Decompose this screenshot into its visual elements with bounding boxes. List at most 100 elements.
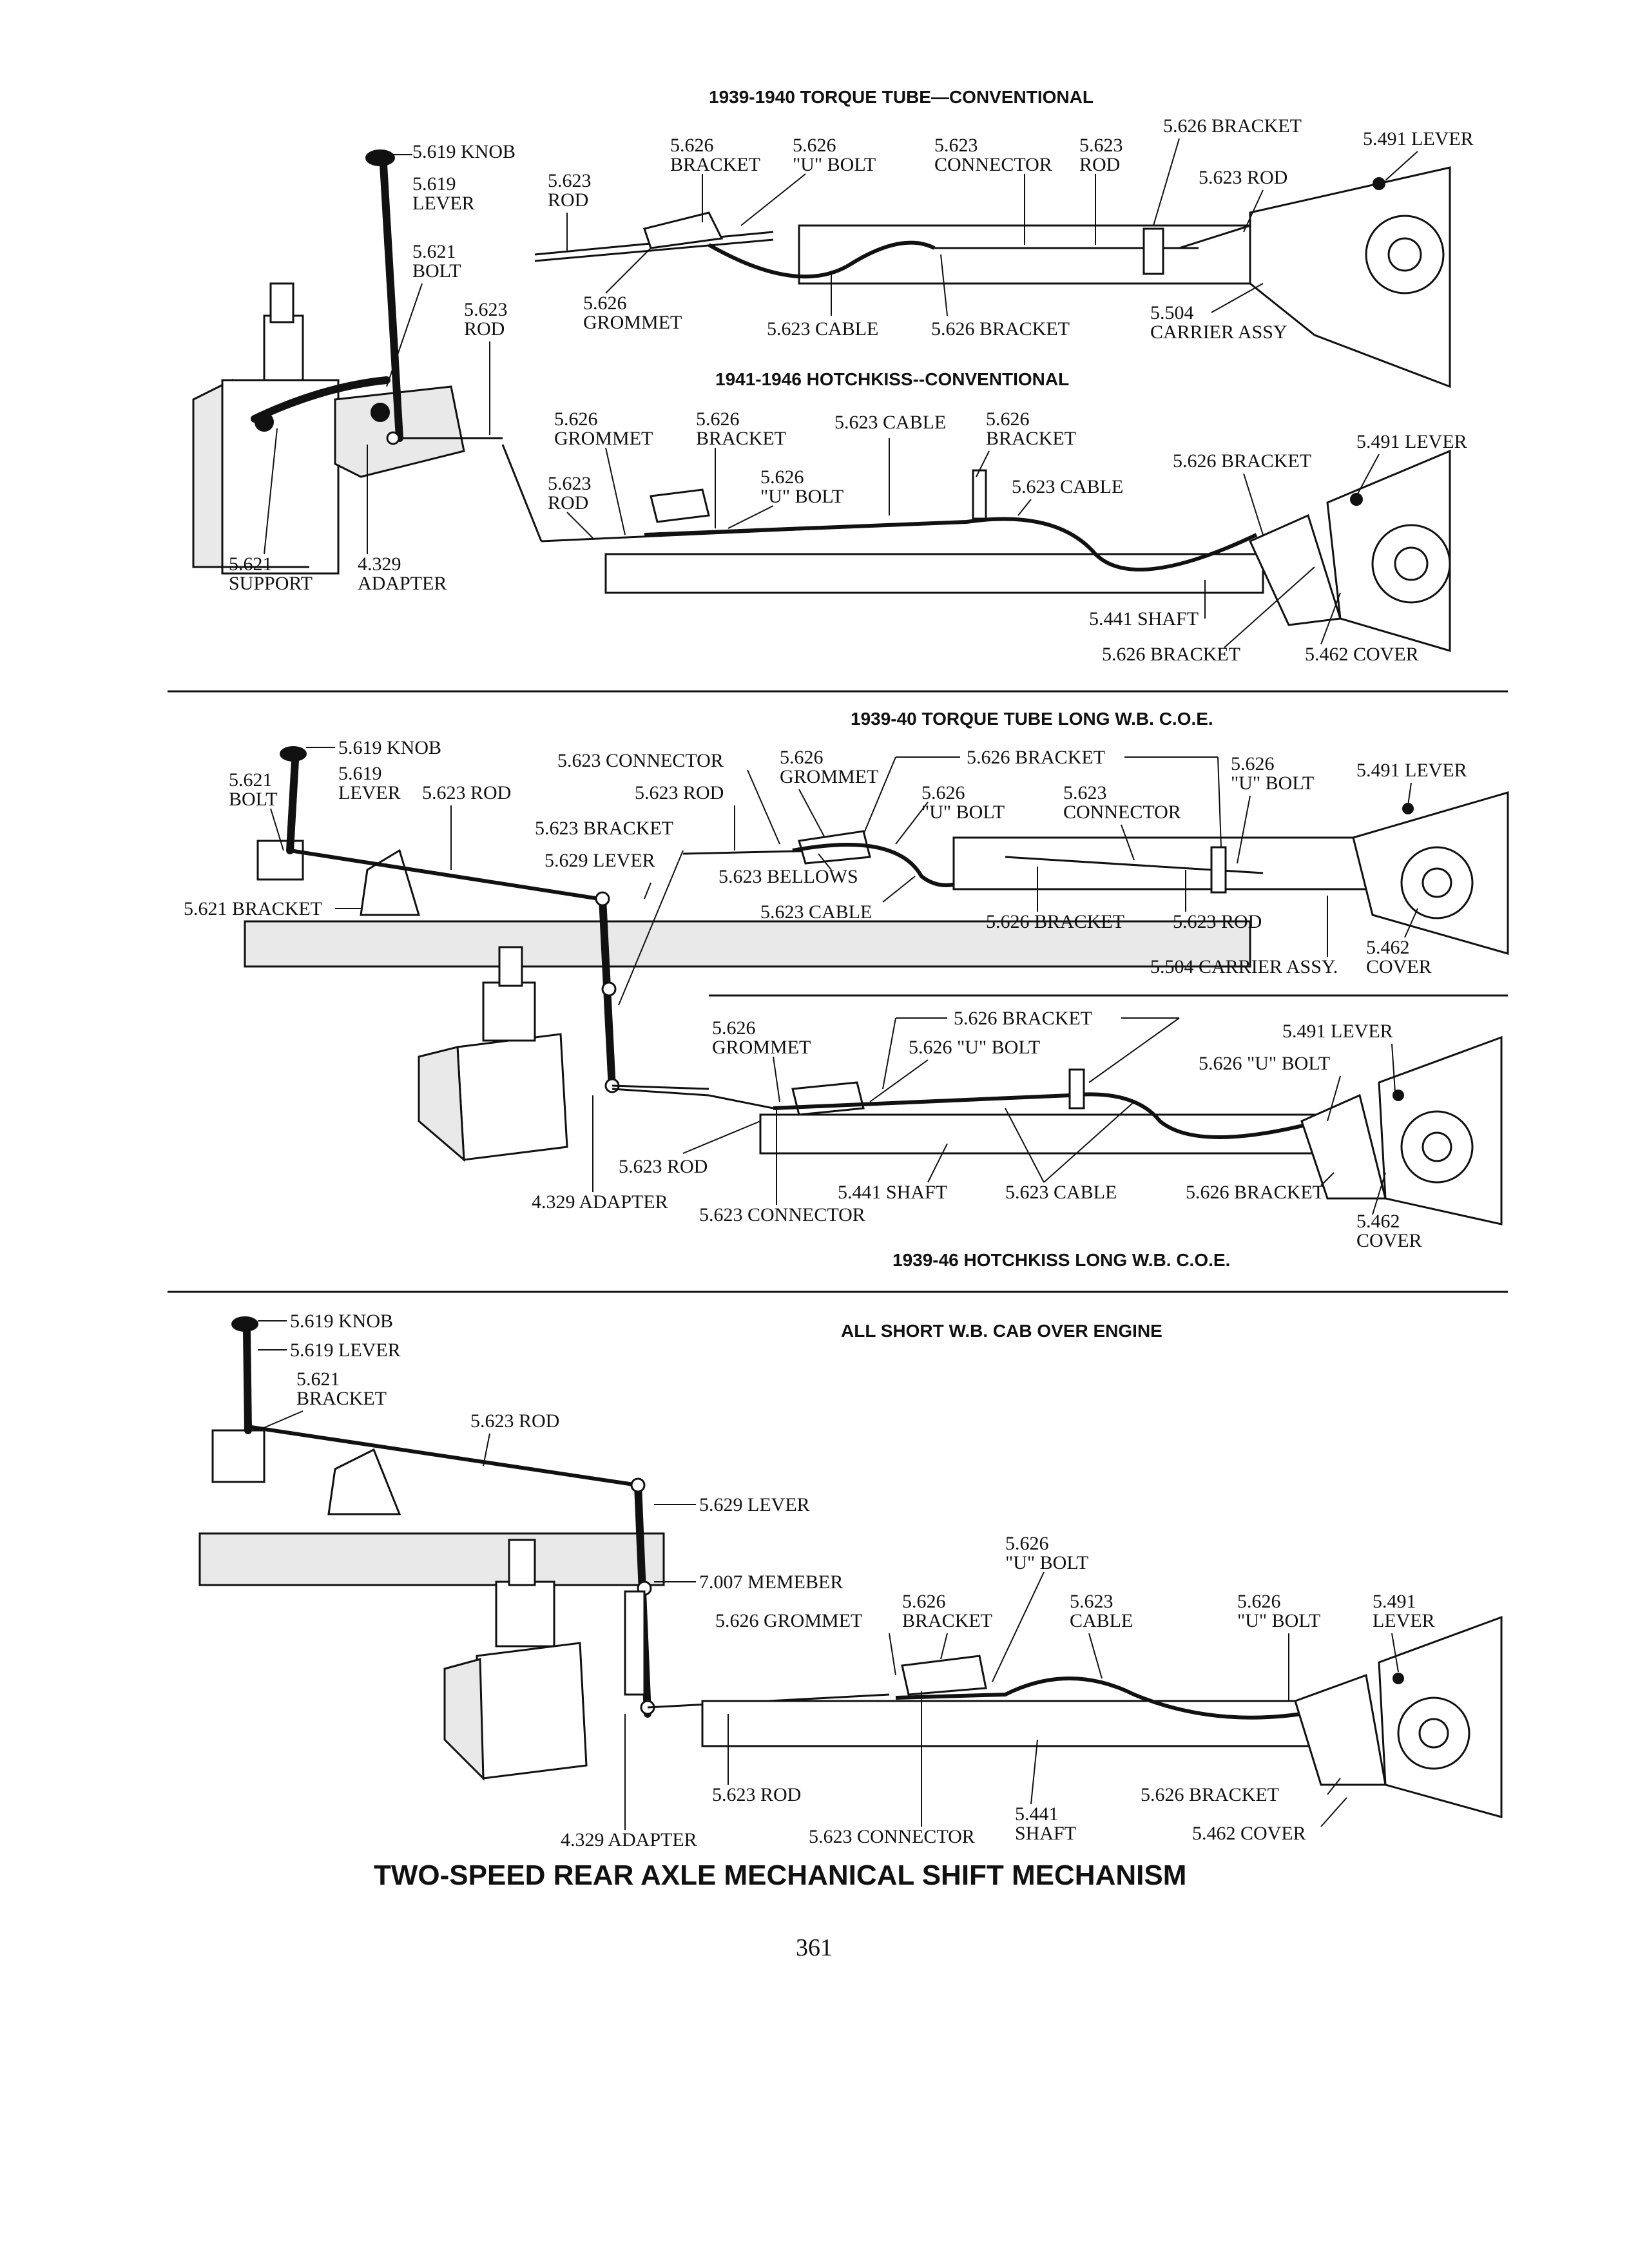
callout-label: 5.623 — [548, 473, 592, 494]
callout-label: 5.491 LEVER — [1356, 760, 1467, 781]
callout-label: 5.619 LEVER — [290, 1340, 401, 1361]
callout-label: "U" BOLT — [760, 486, 843, 507]
callouts-s1b: 5.626 GROMMET 5.626 BRACKET 5.623 CABLE … — [548, 408, 1467, 665]
callout-label: 5.491 LEVER — [1356, 431, 1467, 452]
callout-label: 5.623 CONNECTOR — [557, 750, 724, 771]
diagram-title: TWO-SPEED REAR AXLE MECHANICAL SHIFT MEC… — [374, 1860, 1186, 1891]
callout-label: 5.441 — [1015, 1803, 1059, 1825]
callout-label: GROMMET — [712, 1037, 811, 1058]
callout-label: BRACKET — [296, 1388, 387, 1409]
shift-lever — [365, 149, 503, 445]
callout-label: 5.621 — [296, 1369, 340, 1390]
callout-label: 4.329 ADAPTER — [532, 1191, 668, 1213]
callout-label: 5.626 — [793, 135, 836, 156]
callout-label: CABLE — [1070, 1610, 1133, 1631]
callout-label: 5.626 — [670, 135, 714, 156]
callout-label: 5.626 — [696, 408, 740, 430]
callout-label: 5.626 — [902, 1591, 946, 1612]
callout-label: BRACKET — [696, 428, 786, 449]
callout-label: 5.504 — [1150, 302, 1194, 323]
callout-label: CONNECTOR — [934, 154, 1052, 175]
callout-label: 5.623 ROD — [712, 1784, 801, 1805]
callout-label: "U" BOLT — [921, 802, 1005, 823]
callout-label: BRACKET — [670, 154, 760, 175]
callout-label: LEVER — [1373, 1610, 1435, 1631]
section-hotchkiss-conventional: 1941-1946 HOTCHKISS--CONVENTIONAL 5.626 … — [501, 369, 1467, 665]
callout-label: 5.462 COVER — [1305, 644, 1419, 665]
callout-label: ROD — [548, 189, 588, 211]
callout-label: 5.621 — [229, 553, 273, 575]
callout-label: 5.626 BRACKET — [1186, 1182, 1324, 1203]
callout-label: BOLT — [229, 789, 278, 810]
callout-label: CONNECTOR — [1063, 802, 1181, 823]
callouts-s2a: 5.619 KNOB 5.621 BOLT 5.619 LEVER 5.623 … — [184, 737, 1467, 1006]
callout-label: 5.626 — [780, 747, 824, 768]
callout-label: 5.623 CONNECTOR — [699, 1204, 865, 1225]
callout-label: 5.626 BRACKET — [931, 318, 1070, 340]
callout-label: 5.623 ROD — [422, 782, 511, 803]
callout-label: 5.626 — [760, 466, 804, 488]
section-heading: 1939-1940 TORQUE TUBE—CONVENTIONAL — [709, 87, 1094, 107]
callout-label: 7.007 MEMEBER — [699, 1571, 843, 1593]
callout-label: "U" BOLT — [1005, 1552, 1088, 1573]
callout-label: 4.329 ADAPTER — [561, 1829, 697, 1850]
callout-label: 5.623 — [934, 135, 978, 156]
callout-label: 5.623 ROD — [470, 1410, 559, 1432]
callout-label: ROD — [1079, 154, 1120, 175]
section-heading: 1939-40 TORQUE TUBE LONG W.B. C.O.E. — [851, 709, 1213, 729]
callout-label: 5.626 — [583, 293, 627, 314]
callout-label: 5.626 BRACKET — [986, 911, 1124, 932]
callout-label: 5.619 — [412, 173, 456, 195]
callout-label: 5.626 BRACKET — [1173, 450, 1311, 472]
callout-label: "U" BOLT — [1231, 773, 1314, 794]
callout-label: 5.619 KNOB — [290, 1311, 393, 1332]
page-number: 361 — [796, 1934, 833, 1961]
callout-label: 5.623 CABLE — [1012, 476, 1123, 497]
coe-linkage — [244, 746, 1509, 1162]
callout-label: 5.462 — [1366, 937, 1410, 958]
callout-label: 5.623 CONNECTOR — [809, 1826, 975, 1847]
callout-label: 5.621 BRACKET — [184, 898, 322, 919]
callout-label: 5.623 CABLE — [760, 901, 872, 923]
callout-label: 4.329 — [358, 553, 401, 575]
transmission-illustration — [192, 282, 465, 575]
callout-label: SUPPORT — [229, 573, 313, 594]
callout-label: 5.619 KNOB — [338, 737, 441, 758]
callout-label: 5.491 — [1373, 1591, 1416, 1612]
callout-label: 5.629 LEVER — [699, 1494, 810, 1515]
callouts-s1a: 5.619 KNOB 5.619 LEVER 5.621 BOLT 5.623 … — [229, 115, 1474, 594]
callout-label: GROMMET — [554, 428, 653, 449]
callout-label: 5.623 — [1070, 1591, 1113, 1612]
callout-label: 5.626 BRACKET — [967, 747, 1105, 768]
callout-label: 5.621 — [412, 241, 456, 262]
callout-label: 5.623 BRACKET — [535, 818, 673, 839]
callout-label: 5.504 CARRIER ASSY. — [1150, 956, 1338, 977]
section-hotchkiss-long-wb-coe: 5.626 GROMMET 5.626 BRACKET 5.626 "U" BO… — [532, 1008, 1503, 1270]
callout-label: 5.626 "U" BOLT — [909, 1037, 1040, 1058]
callout-label: 5.491 LEVER — [1363, 128, 1474, 149]
callout-label: 5.623 ROD — [1173, 911, 1262, 932]
callout-label: 5.619 — [338, 763, 382, 784]
callouts-s3: 5.619 KNOB 5.619 LEVER 5.621 BRACKET 5.6… — [257, 1311, 1435, 1850]
callout-label: GROMMET — [780, 766, 878, 787]
callout-label: 5.626 BRACKET — [1141, 1784, 1279, 1805]
hotchkiss-long-assembly — [612, 1035, 1503, 1225]
callout-label: 5.462 COVER — [1192, 1823, 1306, 1844]
callout-label: 5.626 — [1231, 753, 1275, 774]
callout-label: 5.441 SHAFT — [838, 1182, 947, 1203]
callout-label: 5.491 LEVER — [1282, 1021, 1393, 1042]
section-heading: ALL SHORT W.B. CAB OVER ENGINE — [841, 1321, 1162, 1341]
callout-label: 5.626 — [986, 408, 1030, 430]
callout-label: 5.629 LEVER — [545, 850, 655, 871]
callout-label: BOLT — [412, 260, 461, 282]
callout-label: 5.626 — [1005, 1533, 1049, 1554]
callout-label: ADAPTER — [358, 573, 447, 594]
callout-label: 5.623 — [1079, 135, 1123, 156]
hotchkiss-assembly — [501, 444, 1451, 653]
section-short-wb-cab-over-engine: ALL SHORT W.B. CAB OVER ENGINE — [198, 1311, 1503, 1850]
callout-label: 5.623 — [548, 170, 592, 191]
callout-label: 5.623 ROD — [635, 782, 724, 803]
callout-label: 5.626 — [712, 1017, 756, 1039]
callout-label: 5.626 GROMMET — [715, 1610, 862, 1631]
